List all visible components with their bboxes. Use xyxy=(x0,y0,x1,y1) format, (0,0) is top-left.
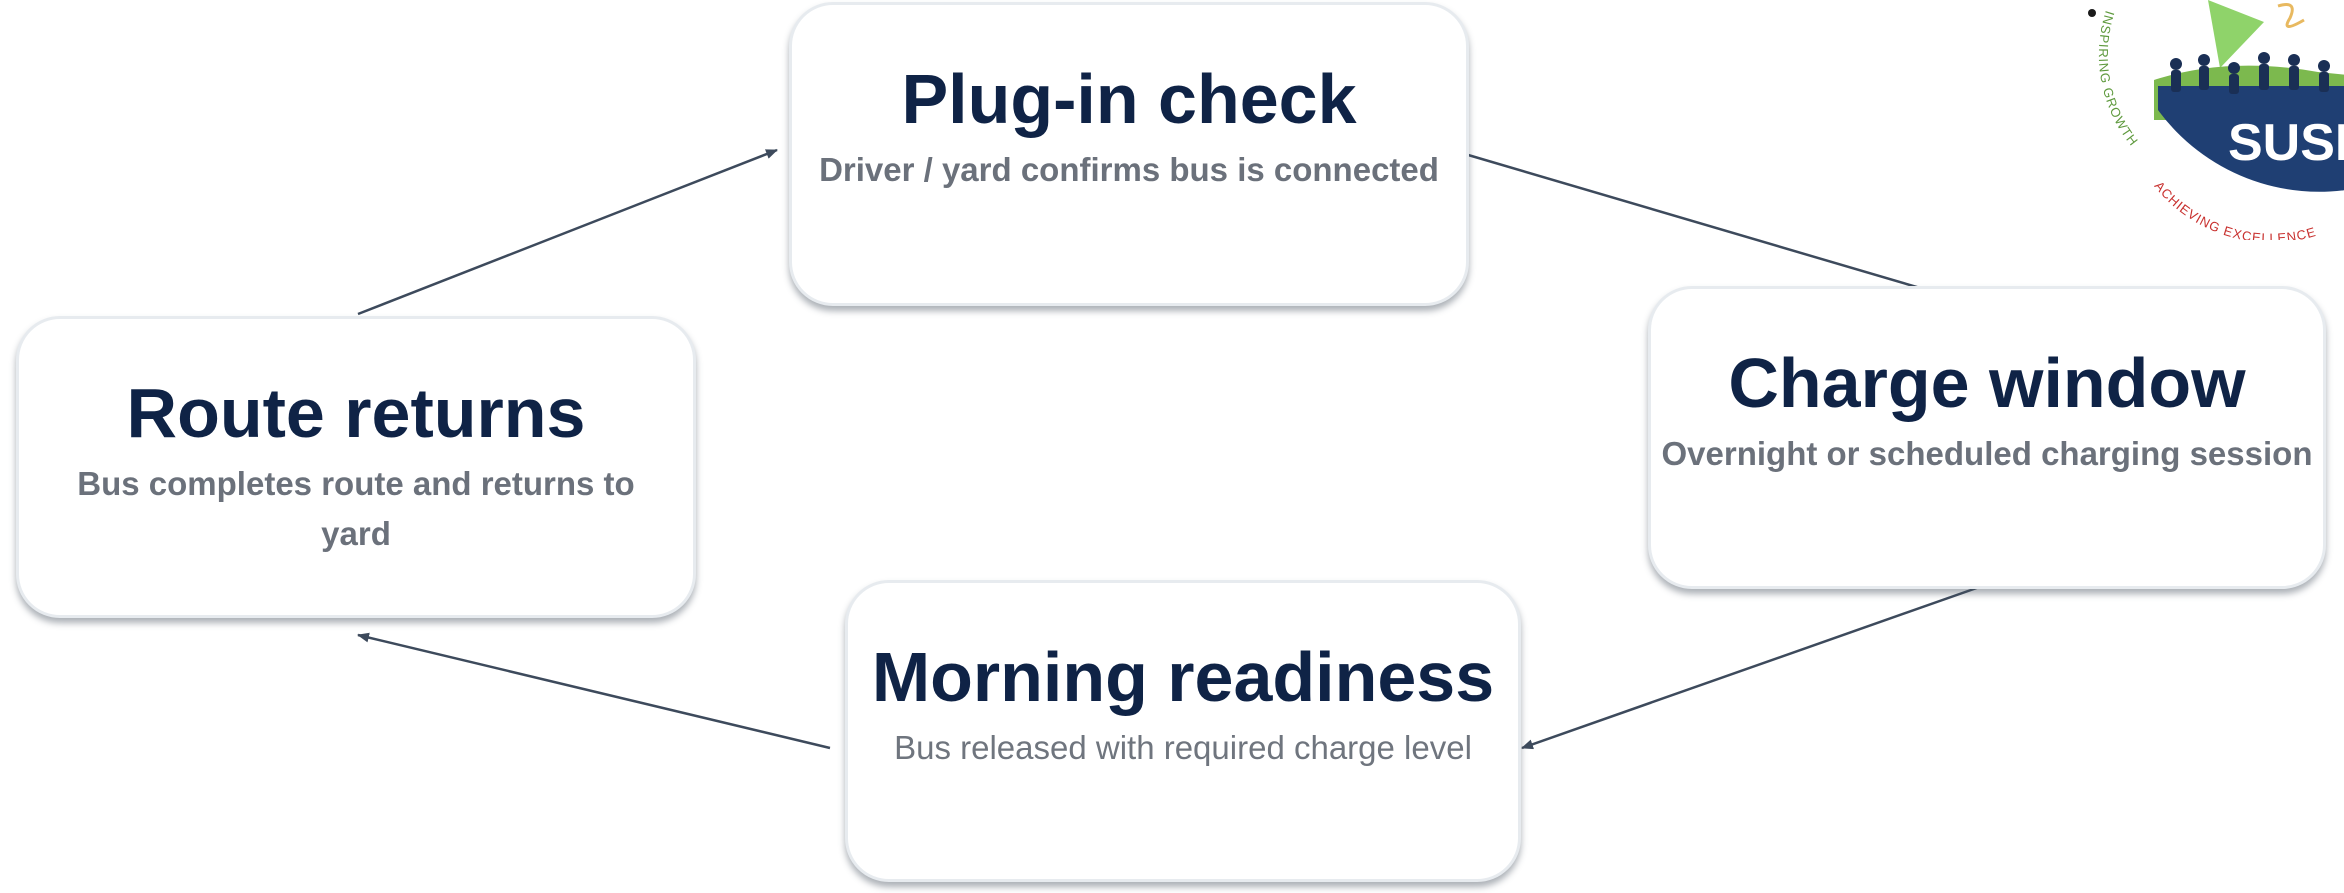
node-plug-in-check: Plug-in check Driver / yard confirms bus… xyxy=(789,2,1469,306)
logo-kite-icon xyxy=(2208,0,2264,68)
node-subtitle: Driver / yard confirms bus is connected xyxy=(819,151,1439,188)
logo-tagline-top: INSPIRING GROWTH xyxy=(2096,9,2142,149)
arrow-plug-in-to-charge xyxy=(1457,150,1989,310)
node-title: Charge window xyxy=(1728,344,2246,422)
arrow-morning-to-route xyxy=(357,632,831,750)
district-logo: SUSD INSPIRING GROWTH ACHIEVING EXCELLEN… xyxy=(2088,0,2344,240)
logo-swirl-icon xyxy=(2277,3,2305,28)
node-title: Route returns xyxy=(126,374,586,452)
logo-children-icon xyxy=(2170,52,2330,94)
node-subtitle: Overnight or scheduled charging session xyxy=(1661,435,2313,472)
logo-wordmark: SUSD xyxy=(2228,114,2344,172)
node-title: Morning readiness xyxy=(871,638,1495,716)
arrow-charge-to-morning xyxy=(1521,582,1989,750)
node-morning-readiness: Morning readiness Bus released with requ… xyxy=(845,580,1521,882)
node-subtitle: Bus released with required charge level xyxy=(894,729,1472,766)
node-route-returns: Route returns Bus completes route and re… xyxy=(16,316,696,618)
node-title: Plug-in check xyxy=(901,60,1357,138)
arrow-route-to-plug-in xyxy=(357,148,778,316)
logo-dot xyxy=(2088,9,2096,17)
logo-badge-icon xyxy=(2158,86,2344,192)
logo-tagline-top-text: INSPIRING GROWTH xyxy=(2096,9,2141,149)
node-charge-window: Charge window Overnight or scheduled cha… xyxy=(1648,286,2326,589)
node-subtitle: Bus completes route and returns to yard xyxy=(77,465,635,552)
